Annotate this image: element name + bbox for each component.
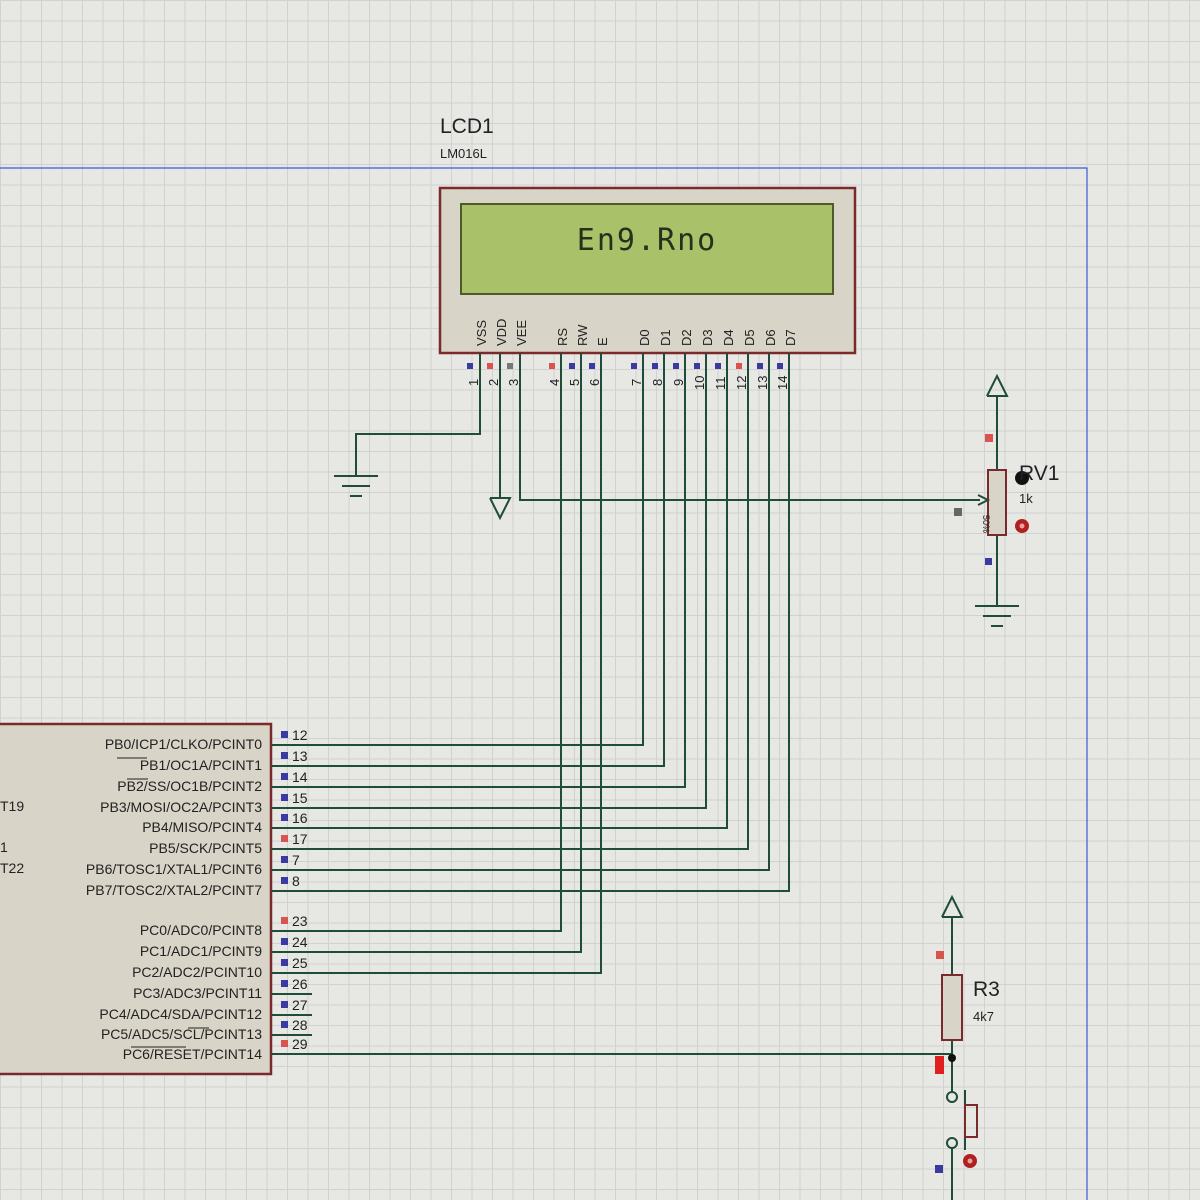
lcd-pin-name: D7	[783, 329, 798, 346]
lcd-pin-markers	[467, 363, 783, 369]
mcu-body[interactable]	[0, 722, 273, 1076]
lcd-display-text: En9.Rno	[576, 222, 718, 258]
mcu-pin-label: PC0/ADC0/PCINT8	[139, 922, 262, 938]
lcd-pin-name: VEE	[514, 319, 529, 346]
mcu-pin-number: 27	[292, 997, 308, 1013]
mcu-pin-number: 29	[292, 1036, 308, 1052]
mcu-pin-number: 24	[292, 934, 308, 950]
power-arrow-r3	[941, 894, 964, 918]
lcd-pin-name: D3	[700, 329, 715, 346]
reset-button[interactable]	[935, 1090, 978, 1173]
signal-overbars	[117, 757, 209, 1048]
mcu-pin-number: 28	[292, 1017, 308, 1033]
lcd-pin-number: 6	[587, 378, 602, 386]
lcd-pin-number: 1	[466, 378, 481, 386]
lcd-pin-name: D6	[763, 329, 778, 346]
mcu-pin-label: PC6/RESET/PCINT14	[122, 1046, 262, 1062]
pot-body[interactable]	[987, 469, 1007, 536]
mcu-pin-label: PC3/ADC3/PCINT11	[133, 985, 262, 1001]
lcd-pin-number: 2	[486, 378, 501, 386]
lcd-pin-number: 5	[567, 378, 582, 386]
mcu-pin-number: 8	[292, 873, 300, 889]
r3-body[interactable]	[941, 974, 963, 1041]
lcd-pin-name: D1	[658, 329, 673, 346]
r3-ref-label: R3	[973, 978, 1000, 1001]
pot-ref-label: RV1	[1019, 462, 1060, 485]
mcu-pin-number: 15	[292, 790, 308, 806]
sheet-border	[0, 167, 1088, 1200]
mcu-pin-label: PB4/MISO/PCINT4	[142, 819, 262, 835]
lcd-pin-number: 10	[692, 375, 707, 390]
lcd-pin-number: 9	[671, 378, 686, 386]
lcd-pin-name: D2	[679, 329, 694, 346]
lcd-pin-name: D5	[742, 329, 757, 346]
lcd-pin-number: 13	[755, 375, 770, 390]
pot-pin-marker-top	[985, 434, 993, 442]
lcd-pin-stubs	[479, 353, 790, 390]
mcu-pin-label: PC2/ADC2/PCINT10	[132, 964, 262, 980]
r3-pin-marker-bottom	[935, 1056, 944, 1074]
lcd-pin-number: 7	[629, 378, 644, 386]
mcu-pin-number: 14	[292, 769, 308, 785]
mcu-pin-label: PB6/TOSC1/XTAL1/PCINT6	[85, 861, 262, 877]
pot-pin-marker-bottom	[985, 558, 992, 565]
mcu-pin-label: PB3/MOSI/OC2A/PCINT3	[100, 799, 262, 815]
pot-percent-marking: 50%	[981, 515, 991, 534]
mcu-left-pin-fragment: T22	[0, 860, 25, 876]
junction-dot	[948, 1054, 956, 1062]
r3-pin-marker-top	[936, 951, 944, 959]
pot-wiper-arrow	[977, 494, 991, 506]
ground-symbol-pot	[975, 605, 1019, 627]
lcd-pin-name: RS	[555, 327, 570, 346]
mcu-pin-label: PB2/SS/OC1B/PCINT2	[117, 778, 262, 794]
mcu-pin-number: 13	[292, 748, 308, 764]
lcd-pin-number: 12	[734, 375, 749, 390]
lcd-pin-number: 8	[650, 378, 665, 386]
mcu-pin-label: PB5/SCK/PCINT5	[149, 840, 262, 856]
lcd-pin-number: 4	[547, 378, 562, 386]
lcd-pin-name: VDD	[494, 318, 509, 346]
mcu-pin-number: 7	[292, 852, 300, 868]
lcd-pin-number: 14	[775, 375, 790, 390]
mcu-pin-label: PC1/ADC1/PCINT9	[139, 943, 262, 959]
lcd-screen: En9.Rno	[460, 203, 834, 295]
mcu-pin-label: PC5/ADC5/SCL/PCINT13	[100, 1026, 262, 1042]
mcu-pin-label: PB0/ICP1/CLKO/PCINT0	[104, 736, 262, 752]
pot-pin-marker-wiper	[954, 508, 962, 516]
lcd-pin-name: VSS	[474, 319, 489, 346]
lcd-pin-name: D4	[721, 329, 736, 346]
mcu-pin-label: PB1/OC1A/PCINT1	[139, 757, 262, 773]
mcu-pin-number: 16	[292, 810, 308, 826]
mcu-pin-markers	[281, 731, 288, 1047]
lcd-pin-number: 3	[506, 378, 521, 386]
pot-value-label: 1k	[1019, 491, 1033, 506]
mcu-left-pin-fragment: 1	[0, 839, 8, 855]
pot-terminal-top	[1015, 471, 1029, 485]
mcu-pin-number: 26	[292, 976, 308, 992]
mcu-pin-label: PC4/ADC4/SDA/PCINT12	[99, 1006, 262, 1022]
lcd-ref-label: LCD1	[440, 115, 494, 138]
lcd-pin-name: D0	[637, 329, 652, 346]
lcd-pin-number: 11	[713, 376, 728, 391]
mcu-left-pin-fragment: T19	[0, 798, 25, 814]
mcu-pin-stubs	[271, 744, 312, 1055]
power-arrow-pot	[986, 373, 1009, 397]
lcd-model-label: LM016L	[440, 146, 487, 161]
ground-symbol-lcd	[334, 475, 378, 497]
r3-value-label: 4k7	[973, 1009, 994, 1024]
mcu-pin-number: 25	[292, 955, 308, 971]
lcd-pin-name: RW	[575, 324, 590, 346]
mcu-pin-number: 23	[292, 913, 308, 929]
wires[interactable]	[300, 390, 998, 1200]
lcd-pin-name: E	[595, 337, 610, 346]
power-arrow-lcd	[489, 497, 512, 521]
mcu-pin-number: 12	[292, 727, 308, 743]
mcu-pin-label: PB7/TOSC2/XTAL2/PCINT7	[85, 882, 262, 898]
mcu-pin-number: 17	[292, 831, 308, 847]
